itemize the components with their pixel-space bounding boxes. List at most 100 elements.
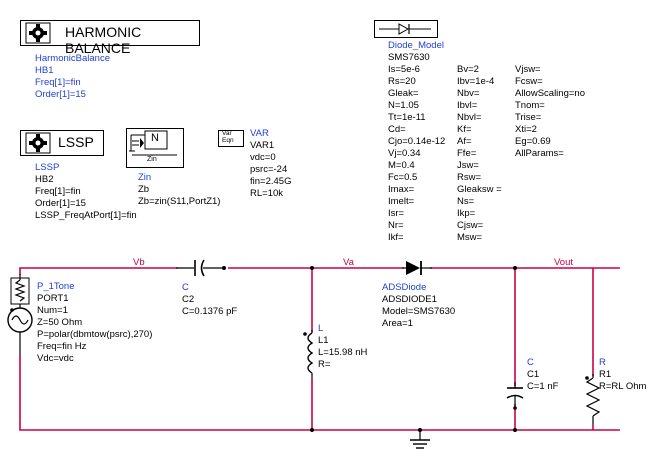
diode-model-param: Msw= bbox=[457, 232, 483, 243]
port-param: PORT1 bbox=[37, 293, 69, 304]
var-param: psrc=-24 bbox=[250, 164, 288, 175]
net-label-vb[interactable]: Vb bbox=[133, 257, 145, 268]
diode-model-param: Xti=2 bbox=[515, 124, 537, 135]
resistor-r1-icon[interactable] bbox=[583, 374, 603, 426]
diode-model-param: M=0.4 bbox=[388, 160, 415, 171]
diode-name: ADSDiode bbox=[382, 282, 427, 293]
r1-param: R=RL Ohm bbox=[599, 381, 647, 392]
diode-model-param: Ffe= bbox=[457, 148, 477, 159]
diode-model-param: Fcsw= bbox=[515, 76, 543, 87]
var-param: RL=10k bbox=[250, 188, 284, 199]
var-icon-bot: Eqn bbox=[222, 137, 234, 144]
hb-param: HB1 bbox=[35, 65, 54, 76]
diode-model-param: Is=5e-6 bbox=[388, 64, 420, 75]
zin-param: Zb bbox=[138, 184, 150, 195]
var-param: vdc=0 bbox=[250, 152, 276, 163]
hb-name: HarmonicBalance bbox=[35, 53, 110, 64]
hb-title-box[interactable]: HARMONIC BALANCE bbox=[20, 20, 200, 56]
l1-param: L=15.98 nH bbox=[318, 347, 368, 358]
diode-model-param: Af= bbox=[457, 136, 472, 147]
net-label-vout[interactable]: Vout bbox=[554, 257, 574, 268]
lssp-title: LSSP bbox=[58, 134, 94, 150]
diode-model-param: Vjsw= bbox=[515, 64, 541, 75]
diode-model-param: Nbvl= bbox=[457, 112, 482, 123]
lssp-icon bbox=[25, 132, 51, 154]
port-name: P_1Tone bbox=[37, 281, 75, 292]
hb-title: HARMONIC BALANCE bbox=[65, 24, 142, 56]
diode-model-param: Cd= bbox=[388, 124, 406, 135]
zin-icon-label: Zin bbox=[147, 156, 157, 163]
diode-model-param: Gleak= bbox=[388, 88, 419, 99]
diode-model-param: Isr= bbox=[388, 208, 405, 219]
port-param: P=polar(dbmtow(psrc),270) bbox=[37, 329, 153, 340]
ground-icon[interactable] bbox=[408, 430, 432, 454]
port-param: Vdc=vdc bbox=[37, 353, 74, 364]
diode-model-param: Fc=0.5 bbox=[388, 172, 418, 183]
zin-icon-box[interactable]: N Zin bbox=[126, 128, 184, 168]
diode-model-param: Ibv=1e-4 bbox=[457, 76, 495, 87]
c2-name: C bbox=[182, 282, 189, 293]
lssp-name: LSSP bbox=[35, 162, 60, 173]
l1-param: L1 bbox=[318, 335, 329, 346]
zin-name: Zin bbox=[138, 172, 152, 183]
hb-param: Order[1]=15 bbox=[35, 89, 86, 100]
diode-model-param: Kf= bbox=[457, 124, 472, 135]
diode-model-param: Imelt= bbox=[388, 196, 415, 207]
port-param: Freq=fin Hz bbox=[37, 341, 87, 352]
capacitor-c2-icon[interactable] bbox=[176, 258, 232, 278]
diode-model-param: SMS7630 bbox=[388, 52, 430, 63]
c1-name: C bbox=[527, 357, 534, 368]
diode-param: ADSDIODE1 bbox=[382, 294, 437, 305]
power-source-port1-icon[interactable] bbox=[4, 274, 38, 358]
diode-model-param: Bv=2 bbox=[457, 64, 479, 75]
diode-adsdiode1-icon[interactable] bbox=[402, 258, 432, 278]
diode-model-icon[interactable] bbox=[374, 20, 438, 38]
diode-model-param: Cjo=0.14e-12 bbox=[388, 136, 446, 147]
lssp-param: HB2 bbox=[35, 174, 54, 185]
var-icon[interactable]: Var Eqn bbox=[218, 130, 244, 147]
lssp-param: LSSP_FreqAtPort[1]=fin bbox=[35, 210, 137, 221]
capacitor-c1-icon[interactable] bbox=[505, 382, 525, 418]
l1-param: R= bbox=[318, 359, 331, 370]
hb-icon bbox=[25, 22, 51, 44]
c2-param: C=0.1376 pF bbox=[182, 306, 238, 317]
lssp-title-box[interactable]: LSSP bbox=[20, 130, 104, 156]
var-name: VAR bbox=[250, 128, 269, 139]
hb-param: Freq[1]=fin bbox=[35, 77, 81, 88]
diode-model-param: Rsw= bbox=[457, 172, 482, 183]
lssp-param: Freq[1]=fin bbox=[35, 186, 81, 197]
port-param: Z=50 Ohm bbox=[37, 317, 83, 328]
diode-model-param: Trise= bbox=[515, 112, 542, 123]
port-param: Num=1 bbox=[37, 305, 68, 316]
r1-param: R1 bbox=[599, 369, 612, 380]
diode-model-name: Diode_Model bbox=[388, 40, 444, 51]
lssp-param: Order[1]=15 bbox=[35, 198, 86, 209]
diode-param: Area=1 bbox=[382, 318, 413, 329]
diode-model-param: Cjsw= bbox=[457, 220, 484, 231]
inductor-l1-icon[interactable] bbox=[302, 330, 322, 380]
l1-name: L bbox=[318, 323, 324, 334]
diode-model-param: AllParams= bbox=[515, 148, 564, 159]
diode-icon bbox=[379, 23, 431, 35]
c1-param: C=1 nF bbox=[527, 381, 559, 392]
diode-model-param: AllowScaling=no bbox=[515, 88, 585, 99]
diode-model-param: Ns= bbox=[457, 196, 475, 207]
zin-param: Zb=zin(S11,PortZ1) bbox=[138, 196, 221, 207]
var-icon-top: Var bbox=[222, 130, 232, 137]
diode-model-param: Tt=1e-11 bbox=[388, 112, 426, 123]
diode-model-param: Gleaksw = bbox=[457, 184, 502, 195]
var-param: VAR1 bbox=[250, 140, 275, 151]
measurement-equation-icon bbox=[129, 130, 177, 156]
zin-icon-letter: N bbox=[151, 132, 159, 144]
var-param: fin=2.45G bbox=[250, 176, 292, 187]
net-label-va[interactable]: Va bbox=[343, 257, 354, 268]
diode-model-param: Vj=0.34 bbox=[388, 148, 421, 159]
c2-param: C2 bbox=[182, 294, 195, 305]
r1-name: R bbox=[599, 357, 606, 368]
diode-model-param: Ikp= bbox=[457, 208, 476, 219]
diode-param: Model=SMS7630 bbox=[382, 306, 456, 317]
diode-model-param: Eg=0.69 bbox=[515, 136, 551, 147]
diode-model-param: N=1.05 bbox=[388, 100, 419, 111]
diode-model-param: Ikf= bbox=[388, 232, 404, 243]
